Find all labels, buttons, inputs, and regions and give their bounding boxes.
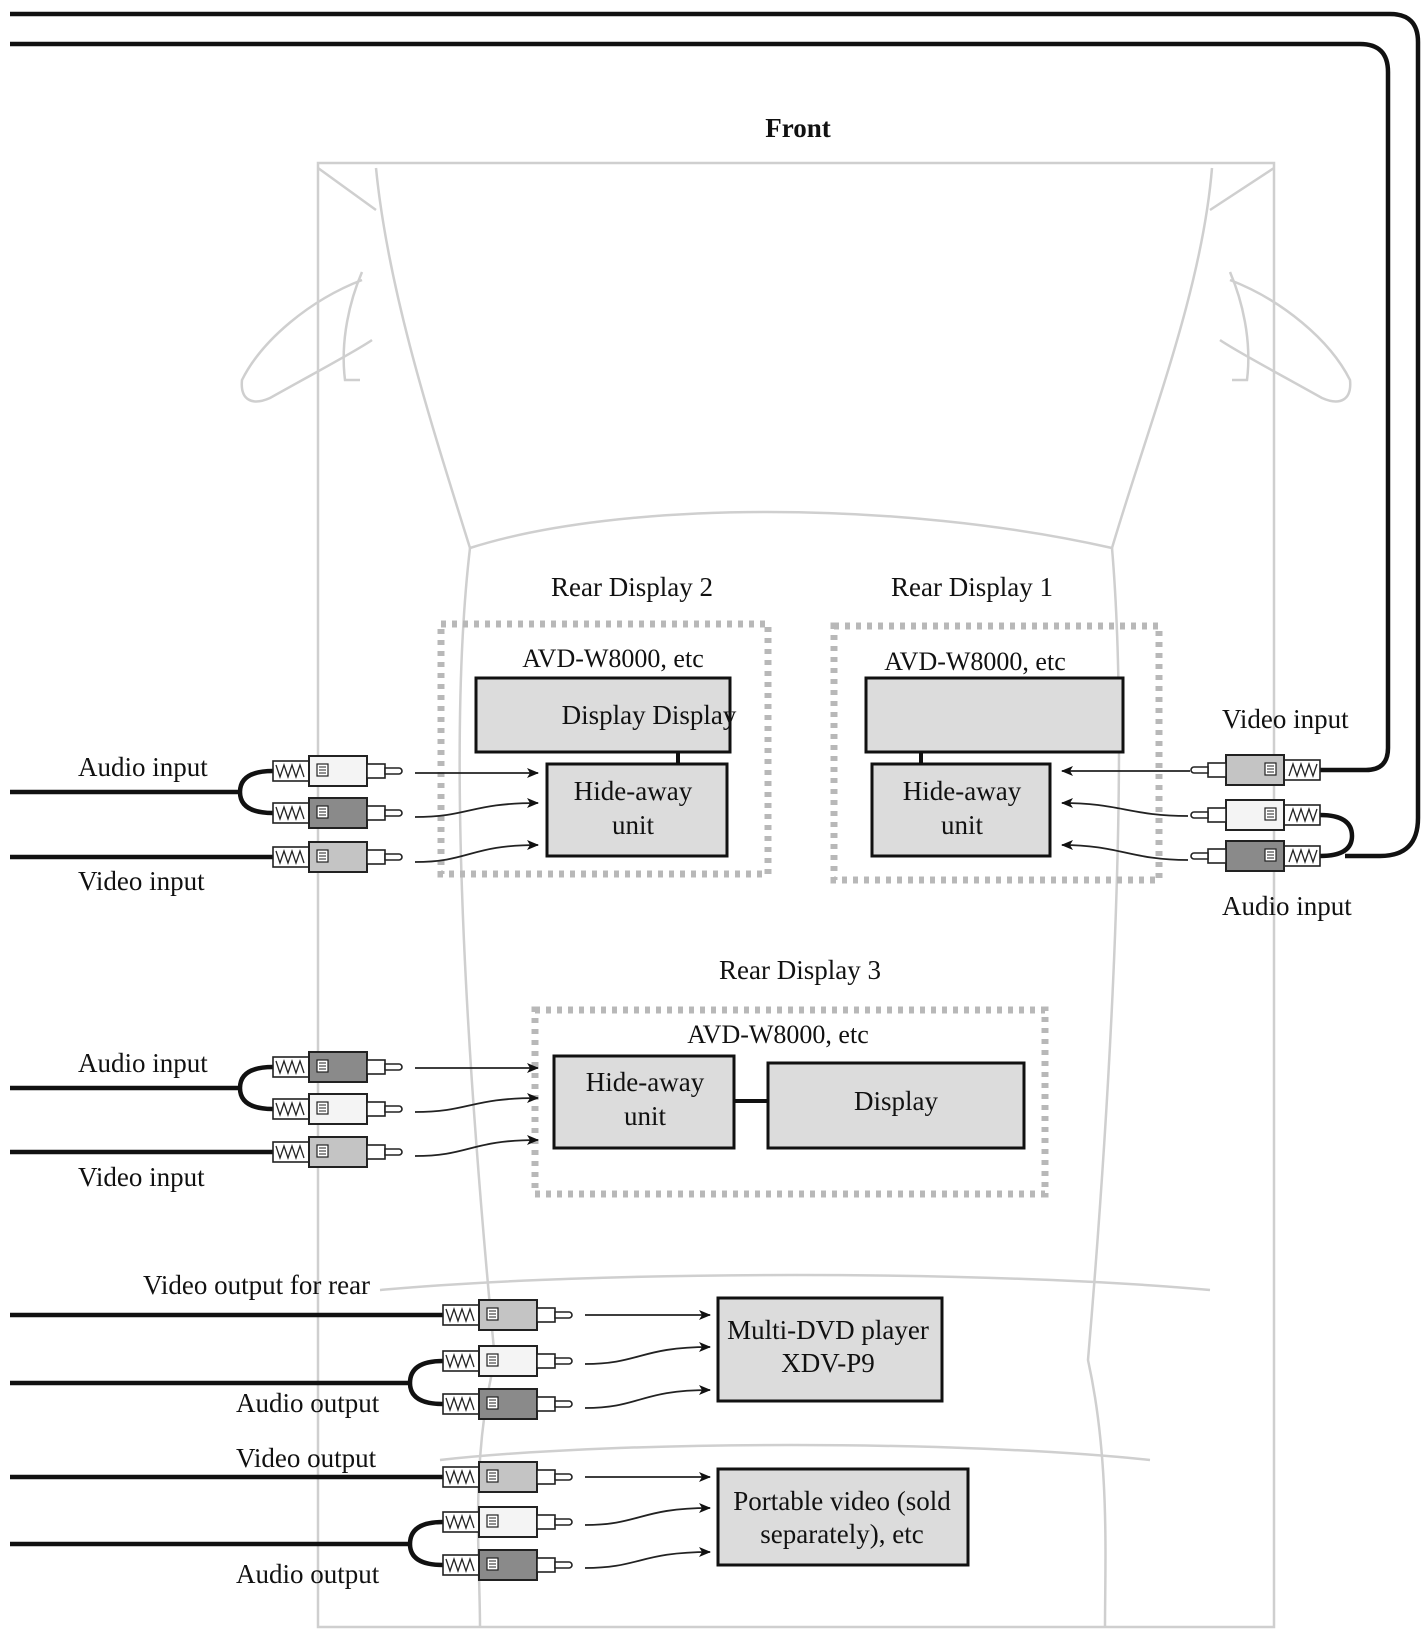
diagram-title: Front — [765, 113, 831, 143]
portable-video-label-2: separately), etc — [760, 1519, 923, 1549]
rd3-audio-input-label: Audio input — [78, 1048, 208, 1078]
rear-display-3-display-label: Display — [854, 1086, 938, 1116]
rd3-audio-plug-white — [272, 1093, 403, 1125]
rear-display-2-display-label: Display Display — [562, 700, 737, 730]
dvd-audio-plug-white — [442, 1345, 573, 1377]
portable-video-output-label: Video output — [236, 1443, 377, 1473]
rd3-arrow-2 — [414, 1093, 539, 1113]
rd2-arrow-3 — [414, 840, 539, 863]
rd3-arrow-3 — [414, 1135, 539, 1157]
rd1-video-input-label: Video input — [1222, 704, 1349, 734]
multi-dvd-player-box — [716, 1296, 944, 1403]
rear-display-3: Rear Display 3 AVD-W8000, etc Hide-away … — [531, 955, 1049, 1198]
signal-arrows — [414, 766, 1190, 1569]
rear-display-2-heading: Rear Display 2 — [551, 572, 713, 602]
rear-display-1-hideaway-unit — [870, 762, 1052, 858]
rd1-arrow-2 — [1061, 798, 1189, 817]
portable-audio-plug-white — [442, 1506, 573, 1538]
dvd-video-output-label: Video output for rear — [143, 1270, 370, 1300]
rear-display-1-zone — [830, 622, 1163, 884]
multi-dvd-player-label-1: Multi-DVD player — [727, 1315, 929, 1345]
multi-dvd-player-label-2: XDV-P9 — [781, 1348, 875, 1378]
rd2-video-plug — [272, 841, 403, 873]
portable-video: Portable video (sold separately), etc — [716, 1467, 970, 1567]
dvd-arrow-3 — [584, 1385, 711, 1409]
rd3-audio-plug-dark — [272, 1051, 403, 1083]
rear-display-2-unit-label-2: unit — [612, 810, 655, 840]
rear-display-2-hideaway-unit — [545, 762, 729, 858]
rear-display-3-model: AVD-W8000, etc — [687, 1020, 868, 1049]
rear-display-1-unit-label-2: unit — [941, 810, 984, 840]
rear-display-1-display-box — [864, 676, 1125, 754]
rd1-audio-input-label: Audio input — [1222, 891, 1352, 921]
rear-display-3-unit-label-2: unit — [624, 1101, 667, 1131]
dvd-audio-output-label: Audio output — [236, 1388, 380, 1418]
portable-video-label-1: Portable video (sold — [733, 1486, 951, 1516]
multi-dvd-player: Multi-DVD player XDV-P9 — [716, 1296, 944, 1403]
left-cables — [10, 768, 444, 1568]
rd2-audio-plug-white — [272, 755, 403, 787]
portable-audio-output-label: Audio output — [236, 1559, 380, 1589]
rear-display-2-model: AVD-W8000, etc — [522, 644, 703, 673]
dvd-audio-plug-dark — [442, 1388, 573, 1420]
cable-labels: Audio input Video input Video input Audi… — [78, 704, 1352, 1589]
rca-plugs — [272, 754, 1321, 1581]
rear-display-1-unit-label-1: Hide-away — [903, 776, 1022, 806]
rear-display-2-unit-label-1: Hide-away — [574, 776, 693, 806]
rd1-video-plug — [1190, 754, 1321, 786]
rd3-video-input-label: Video input — [78, 1162, 205, 1192]
portable-video-plug — [442, 1461, 573, 1493]
rear-display-1-model: AVD-W8000, etc — [884, 647, 1065, 676]
rear-display-3-zone — [531, 1006, 1049, 1198]
rd1-audio-plug-white — [1190, 799, 1321, 831]
rear-display-2: Rear Display 2 AVD-W8000, etc Display Di… — [437, 572, 772, 878]
rear-display-3-display-box — [766, 1061, 1026, 1150]
dvd-arrow-2 — [584, 1342, 711, 1365]
rear-display-1-heading: Rear Display 1 — [891, 572, 1053, 602]
rd2-video-input-label: Video input — [78, 866, 205, 896]
rear-display-1: Rear Display 1 AVD-W8000, etc Hide-away … — [830, 572, 1163, 884]
rd2-audio-plug-dark — [272, 797, 403, 829]
rd1-arrow-3 — [1061, 840, 1189, 861]
rd2-arrow-2 — [414, 798, 539, 818]
portable-audio-plug-dark — [442, 1549, 573, 1581]
rd1-long-cables — [10, 11, 1421, 859]
portable-arrow-3 — [584, 1547, 711, 1569]
portable-video-box — [716, 1467, 970, 1567]
dvd-video-plug — [442, 1299, 573, 1331]
rear-display-3-heading: Rear Display 3 — [719, 955, 881, 985]
rd3-video-plug — [272, 1136, 403, 1168]
rear-display-3-unit-label-1: Hide-away — [586, 1067, 705, 1097]
rd1-audio-plug-dark — [1190, 840, 1321, 872]
portable-arrow-2 — [584, 1503, 711, 1526]
car-outline — [240, 161, 1352, 1629]
rear-display-2-display-box — [474, 676, 732, 754]
rd2-audio-input-label: Audio input — [78, 752, 208, 782]
rear-display-2-zone — [437, 620, 772, 878]
